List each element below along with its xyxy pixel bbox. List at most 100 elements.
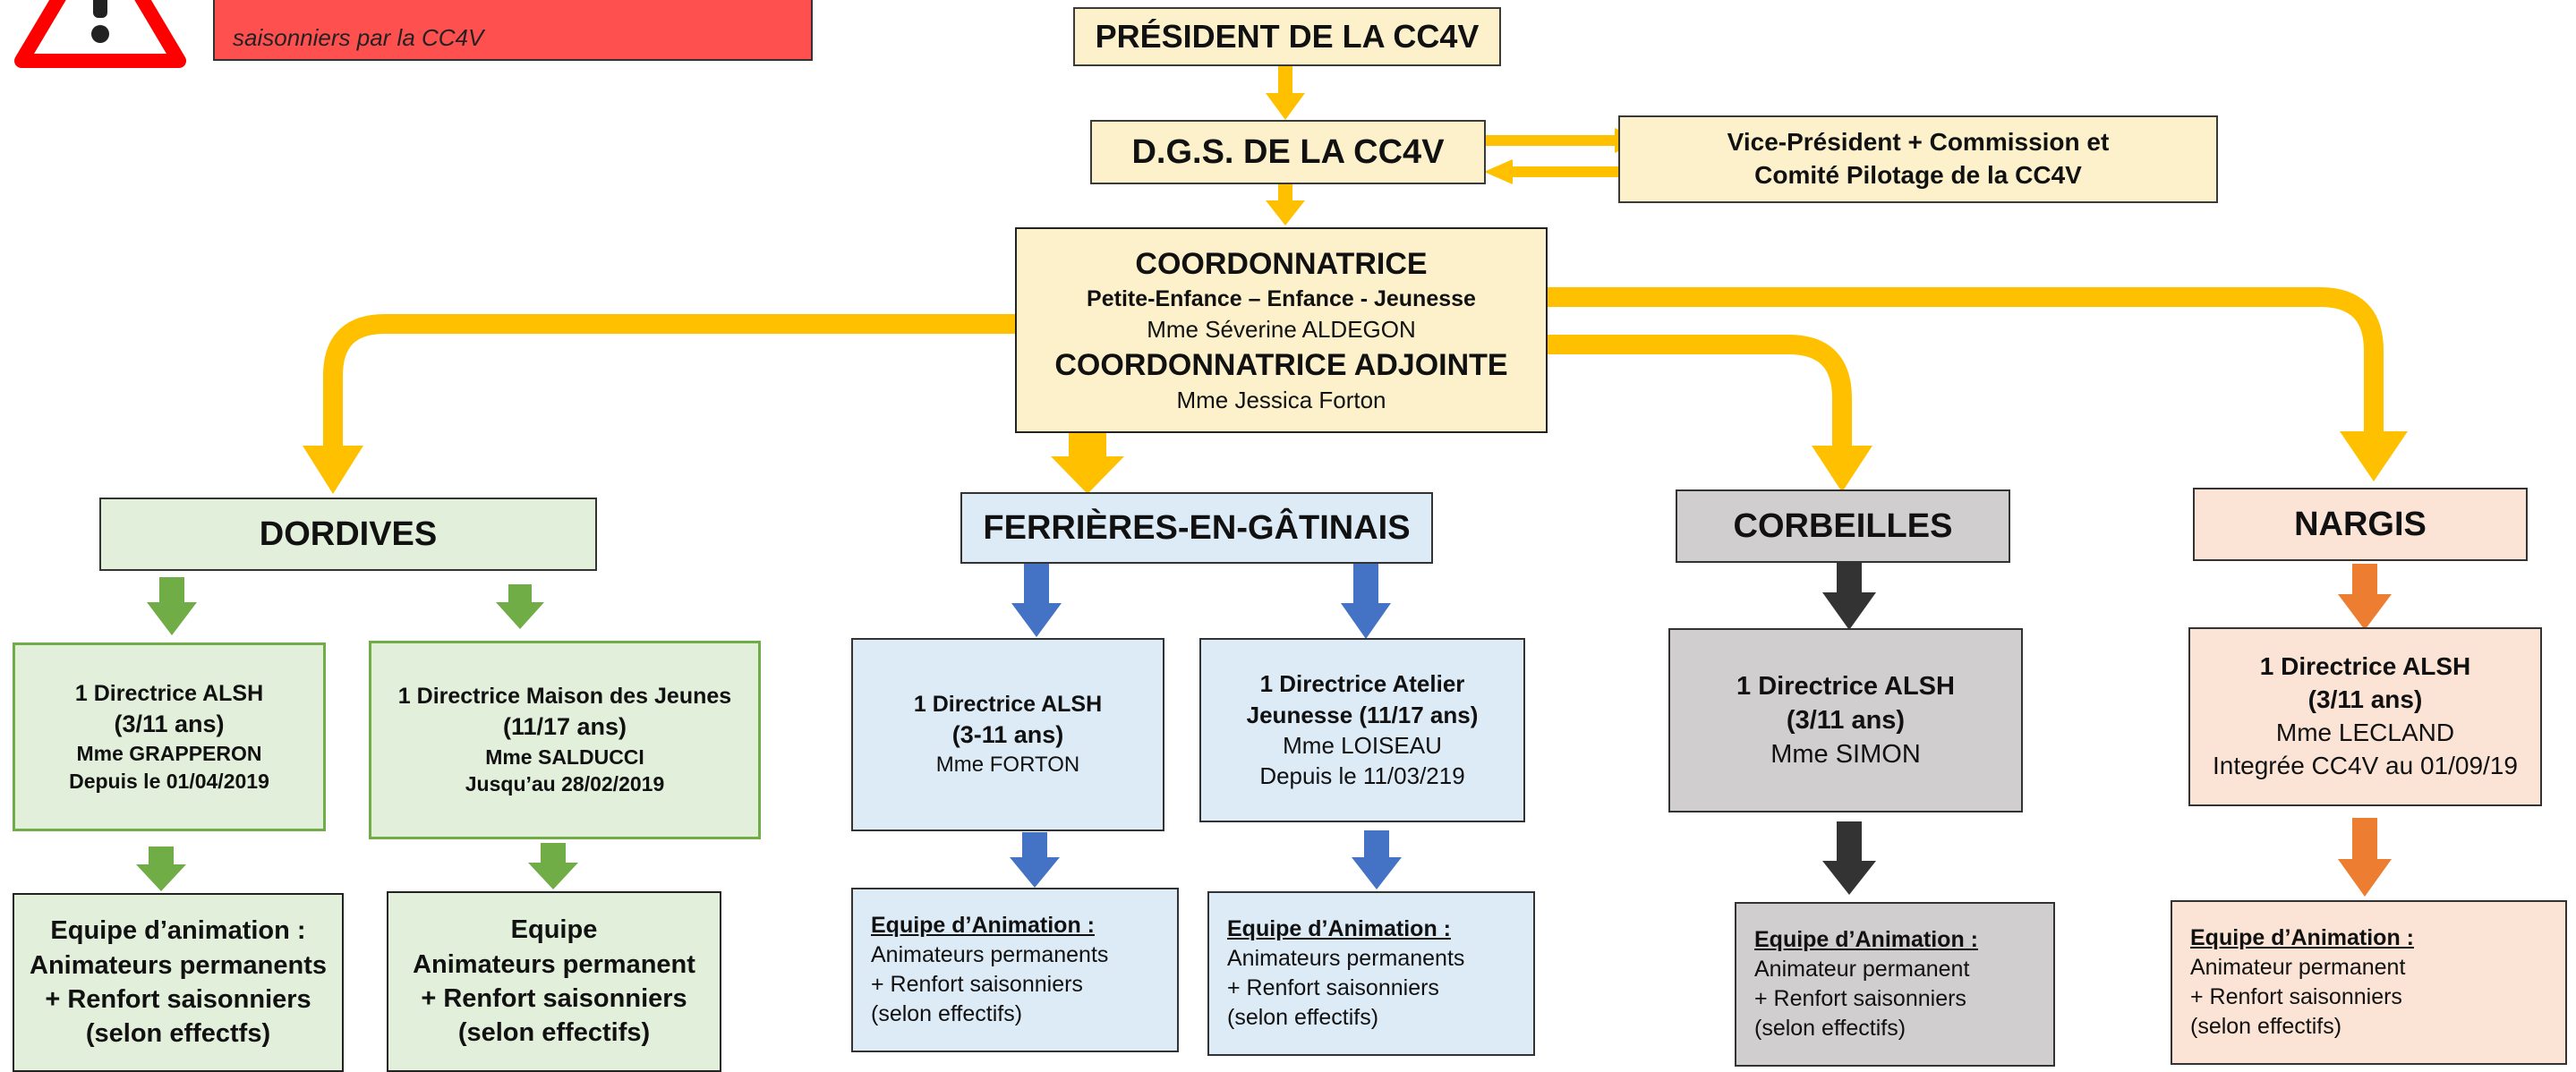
arrow-c1-team [1822, 821, 1876, 895]
warning-icon [14, 0, 186, 68]
team-line: + Renfort saisonniers [421, 984, 687, 1013]
director-dordives-alsh: 1 Directrice ALSH (3/11 ans) Mme GRAPPER… [13, 642, 326, 831]
coordinator-subtitle: Petite-Enfance – Enfance - Jeunesse [1087, 286, 1476, 312]
arrow-dgs-coord [1266, 183, 1305, 225]
director-line: (3/11 ans) [114, 710, 225, 737]
director-line: Mme LECLAND [2275, 719, 2455, 746]
director-line: Mme LOISEAU [1283, 732, 1442, 759]
arrow-president-dgs [1266, 64, 1305, 120]
director-nargis-alsh: 1 Directrice ALSH (3/11 ans) Mme LECLAND… [2188, 627, 2542, 806]
site-corbeilles: CORBEILLES [1676, 489, 2010, 563]
site-dordives: DORDIVES [99, 498, 597, 571]
director-line: Jusqu’au 28/02/2019 [465, 772, 665, 796]
director-line: 1 Directrice ALSH [2259, 652, 2471, 681]
arrow-vice-dgs [1484, 159, 1620, 184]
director-line: Integrée CC4V au 01/09/19 [2213, 751, 2518, 779]
vice-president-box: Vice-Président + Commission et Comité Pi… [1618, 115, 2218, 203]
team-ferrieres-atelier: Equipe d’Animation : Animateurs permanen… [1207, 891, 1535, 1056]
director-line: Mme SIMON [1770, 740, 1921, 770]
arrow-d1-team [136, 847, 186, 891]
director-line: 1 Directrice ALSH [1736, 671, 1955, 701]
dgs-box: D.G.S. DE LA CC4V [1090, 120, 1486, 184]
team-line: + Renfort saisonniers [2190, 984, 2402, 1009]
site-ferrieres: FERRIÈRES-EN-GÂTINAIS [960, 492, 1433, 564]
team-corbeilles-alsh: Equipe d’Animation : Animateur permanent… [1735, 902, 2055, 1067]
director-line: Depuis le 01/04/2019 [69, 769, 269, 793]
arrow-coord-corbeilles [1546, 335, 1872, 492]
director-line: 1 Directrice ALSH [913, 691, 1103, 717]
site-nargis: NARGIS [2193, 488, 2528, 561]
team-ferrieres-alsh: Equipe d’Animation : Animateurs permanen… [851, 888, 1179, 1052]
director-line: (11/17 ans) [502, 713, 627, 741]
team-line: (selon effectifs) [2190, 1014, 2342, 1039]
director-line: Mme GRAPPERON [76, 742, 262, 766]
director-line: Depuis le 11/03/219 [1259, 762, 1465, 790]
team-line: Equipe d’Animation : [1227, 916, 1451, 941]
team-line: + Renfort saisonniers [45, 985, 311, 1014]
coordinator-adjoint-name: Mme Jessica Forton [1176, 387, 1386, 414]
team-line: Animateurs permanents [871, 942, 1109, 967]
team-dordives-mdj: Equipe Animateurs permanent + Renfort sa… [387, 891, 721, 1072]
team-line: Animateurs permanent [413, 949, 695, 979]
vice-line-2: Comité Pilotage de la CC4V [1754, 161, 2082, 189]
team-line: + Renfort saisonniers [871, 972, 1083, 997]
arrow-nargis-n1 [2338, 564, 2392, 630]
team-line: + Renfort saisonniers [1227, 975, 1439, 1000]
team-line: + Renfort saisonniers [1754, 986, 1966, 1011]
director-corbeilles-alsh: 1 Directrice ALSH (3/11 ans) Mme SIMON [1668, 628, 2023, 813]
director-line: (3/11 ans) [2307, 685, 2423, 714]
president-box: PRÉSIDENT DE LA CC4V [1073, 7, 1501, 66]
team-line: (selon effectifs) [457, 1018, 651, 1048]
team-line: Animateur permanent [1754, 957, 1970, 982]
director-line: 1 Directrice ALSH [74, 680, 264, 706]
site-ferrieres-label: FERRIÈRES-EN-GÂTINAIS [983, 508, 1411, 547]
alert-text: saisonniers par la CC4V [233, 24, 484, 51]
arrow-dordives-d2 [496, 584, 544, 629]
coordinator-adjoint-title: COORDONNATRICE ADJOINTE [1054, 347, 1508, 382]
team-dordives-alsh: Equipe d’animation : Animateurs permanen… [13, 893, 344, 1072]
site-corbeilles-label: CORBEILLES [1733, 506, 1953, 545]
director-line: Mme FORTON [935, 753, 1080, 778]
team-line: Equipe d’Animation : [2190, 925, 2414, 950]
director-ferrieres-alsh: 1 Directrice ALSH (3-11 ans) Mme FORTON [851, 638, 1164, 831]
team-line: (selon effectifs) [871, 1001, 1023, 1026]
director-dordives-mdj: 1 Directrice Maison des Jeunes (11/17 an… [369, 641, 761, 839]
arrow-coord-dordives [303, 314, 1015, 494]
team-nargis-alsh: Equipe d’Animation : Animateur permanent… [2171, 900, 2567, 1065]
director-line: 1 Directrice Atelier [1259, 670, 1465, 698]
team-line: Equipe d’animation : [50, 916, 306, 946]
site-nargis-label: NARGIS [2294, 505, 2427, 543]
team-line: (selon effectfs) [85, 1019, 271, 1049]
director-line: Jeunesse (11/17 ans) [1246, 701, 1479, 728]
president-label: PRÉSIDENT DE LA CC4V [1095, 18, 1480, 55]
director-ferrieres-atelier: 1 Directrice Atelier Jeunesse (11/17 ans… [1199, 638, 1525, 822]
team-line: Equipe d’Animation : [1754, 927, 1978, 952]
coordinator-title: COORDONNATRICE [1135, 247, 1428, 282]
vice-line-1: Vice-Président + Commission et [1727, 128, 2110, 157]
team-line: (selon effectifs) [1227, 1005, 1379, 1030]
site-dordives-label: DORDIVES [259, 515, 438, 553]
arrow-n1-team [2338, 818, 2392, 897]
director-line: (3-11 ans) [951, 720, 1064, 748]
team-line: Equipe [510, 915, 598, 945]
team-line: Animateurs permanents [1227, 946, 1465, 971]
team-line: (selon effectifs) [1754, 1016, 1906, 1041]
arrow-ferrieres-f1 [1011, 562, 1062, 637]
arrow-corbeilles-c1 [1822, 562, 1876, 630]
coordinator-box: COORDONNATRICE Petite-Enfance – Enfance … [1015, 227, 1548, 433]
team-line: Animateur permanent [2190, 955, 2406, 980]
arrow-f1-team [1010, 832, 1060, 888]
arrow-dordives-d1 [147, 577, 197, 635]
alert-banner: saisonniers par la CC4V [213, 0, 813, 61]
director-line: Mme SALDUCCI [485, 744, 644, 769]
team-line: Equipe d’Animation : [871, 913, 1095, 938]
arrow-coord-nargis [1546, 287, 2408, 481]
director-line: (3/11 ans) [1786, 705, 1906, 735]
arrow-d2-team [528, 843, 578, 889]
coordinator-name: Mme Séverine ALDEGON [1147, 316, 1416, 344]
arrow-ferrieres-f2 [1341, 557, 1391, 639]
arrow-f2-team [1352, 830, 1402, 889]
team-line: Animateurs permanents [30, 950, 327, 980]
dgs-label: D.G.S. DE LA CC4V [1131, 132, 1445, 171]
